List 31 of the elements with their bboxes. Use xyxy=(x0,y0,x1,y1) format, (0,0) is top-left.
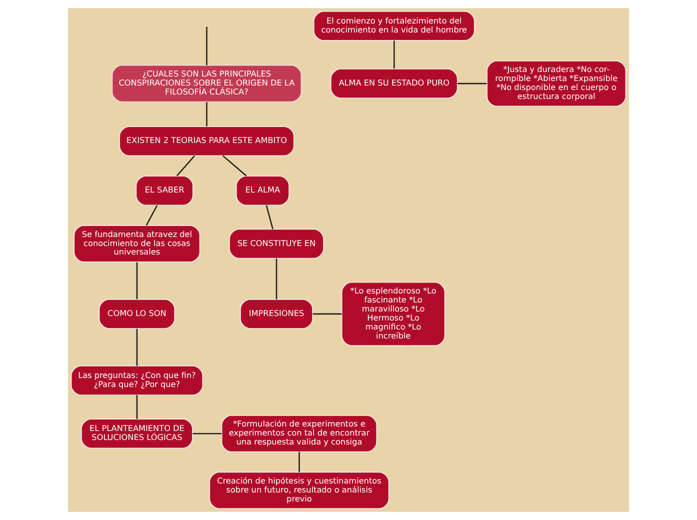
node-box: Se fundamenta atravez del conocimiento de las cosas universales xyxy=(74,225,200,263)
node-box: ALMA EN SU ESTADO PURO xyxy=(330,68,458,99)
connector xyxy=(276,258,278,300)
connector xyxy=(458,82,487,84)
node-box: SE CONSTITUYE EN xyxy=(228,228,324,259)
connector xyxy=(298,452,300,472)
connector xyxy=(266,205,274,230)
node-box: EL SABER xyxy=(136,176,194,206)
node-box: ¿CUALES SON LAS PRINCIPALES CONSPIRACIONES SOBRE EL ORIGEN DE LA FILOSOFÍA CLÁSICA? xyxy=(112,64,302,102)
node-box: Creación de hipótesis y cuestinamientos sobre un futuro, resultado o análisis previo xyxy=(209,472,390,510)
connector xyxy=(176,155,196,176)
connector xyxy=(312,313,342,315)
connector xyxy=(206,102,208,126)
connector xyxy=(192,432,222,434)
node-box: *Justa y duradera *No cor-rompible *Abierta *Expansible *No disponible en el cuerpo o estructura corporal xyxy=(486,60,626,107)
node-box: Las preguntas: ¿Con que fin? ¿Para que? ¿Por que? xyxy=(70,365,204,396)
connector xyxy=(136,328,138,366)
connector xyxy=(222,155,247,176)
node-box: *Lo esplendoroso *Lo fascinante *Lo maravilloso *Lo Hermoso *Lo magnifico *Lo increíble xyxy=(341,282,446,346)
node-box: El comienzo y fortalezimiento del conocimiento en la vida del hombre xyxy=(313,10,475,42)
connector xyxy=(136,262,138,300)
connector xyxy=(146,204,158,226)
node-box: EL PLANTEAMIENTO DE SOLUCIONES LÓGICAS xyxy=(80,418,194,449)
node-box: COMO LO SON xyxy=(98,298,176,330)
node-box: IMPRESIONES xyxy=(240,298,314,330)
node-box: EXISTEN 2 TEORIAS PARA ESTE AMBITO xyxy=(119,126,294,156)
connector xyxy=(393,40,395,69)
connector xyxy=(206,26,208,66)
node-box: *Formulación de experimentos e experimentos con tal de encontrar una respuesta valida y consiga xyxy=(221,414,378,452)
connector xyxy=(136,395,138,419)
node-box: EL ALMA xyxy=(236,176,290,206)
